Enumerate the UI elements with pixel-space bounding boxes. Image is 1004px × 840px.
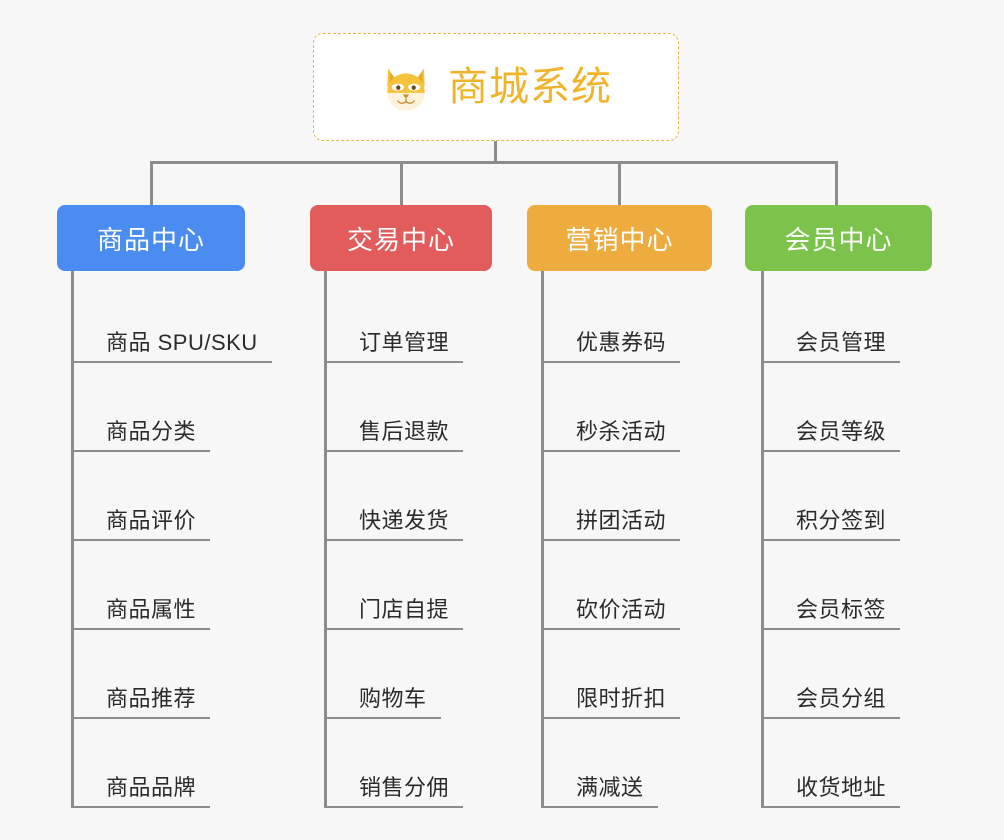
leaf-label: 商品属性 — [106, 596, 197, 622]
root-title: 商城系统 — [448, 65, 612, 109]
category-column-营销中心: 营销中心 优惠券码 秒杀活动 拼团活动 砍价活动 限时折扣 满减送 — [527, 205, 712, 808]
leaf-list-3: 会员管理 会员等级 积分签到 会员标签 会员分组 收货地址 — [761, 271, 932, 808]
leaf-spine — [541, 271, 544, 808]
leaf-item[interactable]: 积分签到 — [761, 452, 932, 541]
leaf-item[interactable]: 商品属性 — [71, 541, 272, 630]
leaf-list-2: 优惠券码 秒杀活动 拼团活动 砍价活动 限时折扣 满减送 — [541, 271, 712, 808]
category-label: 会员中心 — [784, 224, 893, 255]
leaf-list-0: 商品 SPU/SKU 商品分类 商品评价 商品属性 商品推荐 商品品牌 — [71, 271, 272, 808]
leaf-label: 拼团活动 — [576, 507, 667, 533]
category-label: 营销中心 — [565, 224, 674, 255]
leaf-label: 销售分佣 — [359, 774, 450, 800]
connector-drop-3 — [835, 161, 838, 205]
leaf-item[interactable]: 快递发货 — [324, 452, 492, 541]
leaf-item[interactable]: 收货地址 — [761, 719, 932, 808]
leaf-item[interactable]: 购物车 — [324, 630, 492, 719]
leaf-label: 售后退款 — [359, 418, 450, 444]
connector-drop-0 — [150, 161, 153, 205]
category-column-交易中心: 交易中心 订单管理 售后退款 快递发货 门店自提 购物车 销售分佣 — [310, 205, 492, 808]
leaf-item[interactable]: 限时折扣 — [541, 630, 712, 719]
connector-drop-2 — [618, 161, 621, 205]
leaf-item[interactable]: 商品 SPU/SKU — [71, 274, 272, 363]
leaf-label: 商品推荐 — [106, 685, 197, 711]
category-label: 交易中心 — [346, 224, 455, 255]
leaf-label: 商品分类 — [106, 418, 197, 444]
leaf-item[interactable]: 售后退款 — [324, 363, 492, 452]
leaf-item[interactable]: 商品推荐 — [71, 630, 272, 719]
leaf-label: 会员等级 — [796, 418, 887, 444]
leaf-label: 商品品牌 — [106, 774, 197, 800]
leaf-label: 砍价活动 — [576, 596, 667, 622]
leaf-item[interactable]: 商品评价 — [71, 452, 272, 541]
category-column-商品中心: 商品中心 商品 SPU/SKU 商品分类 商品评价 商品属性 商品推荐 商品品牌 — [57, 205, 272, 808]
category-header-1[interactable]: 交易中心 — [310, 205, 492, 271]
leaf-list-1: 订单管理 售后退款 快递发货 门店自提 购物车 销售分佣 — [324, 271, 492, 808]
leaf-label: 商品 SPU/SKU — [106, 329, 258, 355]
connector-trunk — [494, 141, 497, 164]
connector-bus — [150, 161, 838, 164]
leaf-label: 满减送 — [576, 774, 644, 800]
leaf-label: 购物车 — [359, 685, 427, 711]
leaf-item[interactable]: 满减送 — [541, 719, 712, 808]
leaf-item[interactable]: 砍价活动 — [541, 541, 712, 630]
leaf-item[interactable]: 门店自提 — [324, 541, 492, 630]
leaf-item[interactable]: 拼团活动 — [541, 452, 712, 541]
leaf-item[interactable]: 商品品牌 — [71, 719, 272, 808]
leaf-spine — [324, 271, 327, 808]
leaf-label: 会员标签 — [796, 596, 887, 622]
leaf-label: 秒杀活动 — [576, 418, 667, 444]
leaf-spine — [71, 271, 74, 808]
leaf-spine — [761, 271, 764, 808]
leaf-item[interactable]: 会员等级 — [761, 363, 932, 452]
leaf-label: 会员分组 — [796, 685, 887, 711]
root-node[interactable]: 商城系统 — [313, 33, 679, 141]
leaf-label: 限时折扣 — [576, 685, 667, 711]
category-header-3[interactable]: 会员中心 — [745, 205, 932, 271]
leaf-item[interactable]: 销售分佣 — [324, 719, 492, 808]
category-header-0[interactable]: 商品中心 — [57, 205, 245, 271]
leaf-label: 会员管理 — [796, 329, 887, 355]
connector-drop-1 — [400, 161, 403, 205]
leaf-label: 商品评价 — [106, 507, 197, 533]
category-header-2[interactable]: 营销中心 — [527, 205, 712, 271]
leaf-label: 收货地址 — [796, 774, 887, 800]
leaf-label: 优惠券码 — [576, 329, 667, 355]
leaf-item[interactable]: 会员标签 — [761, 541, 932, 630]
leaf-label: 快递发货 — [359, 507, 450, 533]
leaf-item[interactable]: 会员分组 — [761, 630, 932, 719]
category-column-会员中心: 会员中心 会员管理 会员等级 积分签到 会员标签 会员分组 收货地址 — [745, 205, 932, 808]
leaf-item[interactable]: 订单管理 — [324, 274, 492, 363]
leaf-item[interactable]: 会员管理 — [761, 274, 932, 363]
category-label: 商品中心 — [96, 224, 205, 255]
leaf-label: 积分签到 — [796, 507, 887, 533]
leaf-item[interactable]: 商品分类 — [71, 363, 272, 452]
leaf-label: 门店自提 — [359, 596, 450, 622]
leaf-label: 订单管理 — [359, 329, 450, 355]
leaf-item[interactable]: 优惠券码 — [541, 274, 712, 363]
leaf-item[interactable]: 秒杀活动 — [541, 363, 712, 452]
dog-face-icon — [380, 62, 432, 114]
